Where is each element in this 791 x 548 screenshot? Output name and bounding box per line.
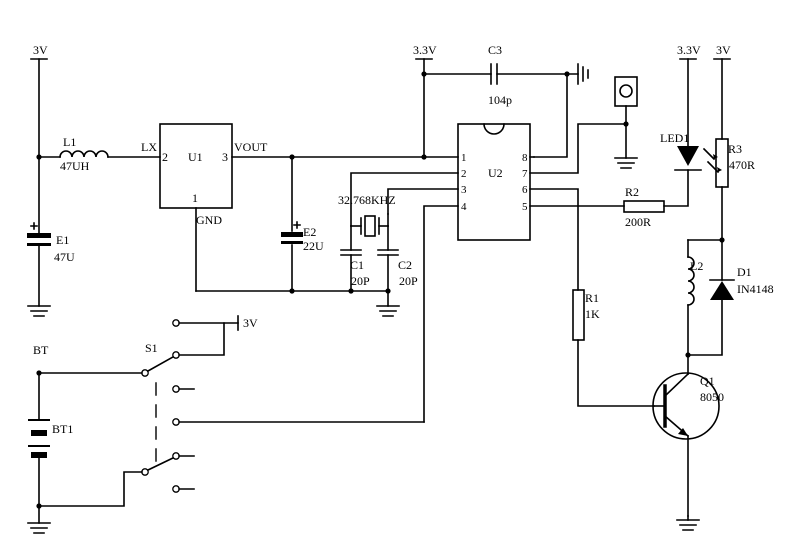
capacitor-c3: [423, 63, 579, 85]
supply-3v-right: [687, 58, 731, 281]
left-supply-rail: [30, 58, 61, 307]
label-u1-gnd: GND: [196, 213, 222, 227]
label-s1-ref: S1: [145, 341, 158, 355]
label-u2-pin5: 5: [522, 201, 528, 213]
label-u2-pin3: 3: [461, 184, 467, 196]
label-e2-ref: E2: [303, 225, 316, 239]
label-d1-value: IN4148: [737, 282, 774, 296]
label-u1-pin3: 3: [222, 150, 228, 164]
ground-symbol-bt1: [27, 522, 51, 534]
resistor-r2: [623, 200, 665, 213]
crystal-x1: [350, 172, 459, 237]
label-l1-value: 47UH: [60, 159, 90, 173]
label-u2-pin7: 7: [522, 168, 528, 180]
chip-u2: [423, 123, 627, 423]
capacitor-c2: [377, 225, 399, 307]
label-l1-ref: L1: [63, 135, 76, 149]
label-bt: BT: [33, 343, 49, 357]
label-c2-value: 20P: [399, 274, 418, 288]
switch-s1: [38, 315, 425, 507]
label-e1-ref: E1: [56, 233, 69, 247]
label-l2-ref: L2: [690, 259, 703, 273]
ground-symbol-q1: [676, 515, 700, 531]
chip-u1: [159, 123, 293, 292]
label-q1-ref: Q1: [700, 374, 715, 388]
label-u1-lx: LX: [141, 140, 157, 154]
label-u2-pin8: 8: [522, 152, 528, 164]
ground-symbol-c2: [376, 305, 400, 317]
label-u1-pin2: 2: [162, 150, 168, 164]
label-u2-pin6: 6: [522, 184, 528, 196]
resistor-r1: [572, 289, 655, 407]
ground-symbol-c3: [533, 63, 589, 158]
label-e1-value: 47U: [54, 250, 75, 264]
label-vcc-3v3-led: 3.3V: [677, 43, 701, 57]
label-r3-value: 470R: [729, 158, 755, 172]
inductor-l1: [59, 150, 161, 158]
label-u1-vout: VOUT: [234, 140, 268, 154]
label-s1-vcc: 3V: [243, 316, 258, 330]
supply-3v3-led: [679, 58, 697, 147]
push-button: [614, 76, 638, 169]
transistor-q1: [652, 372, 720, 517]
label-q1-value: 8050: [700, 390, 724, 404]
capacitor-e2: [281, 221, 303, 244]
label-r3-ref: R3: [728, 142, 742, 156]
label-r1-value: 1K: [585, 307, 600, 321]
label-r2-ref: R2: [625, 185, 639, 199]
label-vcc-3v3-top: 3.3V: [413, 43, 437, 57]
label-d1-ref: D1: [737, 265, 752, 279]
label-r2-value: 200R: [625, 215, 651, 229]
label-u1-pin1: 1: [192, 191, 198, 205]
label-led1-ref: LED1: [660, 131, 689, 145]
label-r1-ref: R1: [585, 291, 599, 305]
label-u1-ref: U1: [188, 150, 203, 164]
led-led1: [663, 146, 722, 207]
label-c3-ref: C3: [488, 43, 502, 57]
inductor-l2: [685, 239, 695, 375]
label-u2-pin4: 4: [461, 201, 467, 213]
label-e2-value: 22U: [303, 239, 324, 253]
capacitor-e1: [27, 222, 51, 246]
label-c3-value: 104p: [488, 93, 512, 107]
battery-bt1: [28, 370, 50, 524]
diode-d1: [687, 279, 735, 356]
capacitor-c1: [340, 225, 362, 292]
label-c1-ref: C1: [350, 258, 364, 272]
label-vcc-left: 3V: [33, 43, 48, 57]
label-c2-ref: C2: [398, 258, 412, 272]
label-c1-value: 20P: [351, 274, 370, 288]
label-crystal: 32.768KHZ: [338, 193, 396, 207]
label-bt1-ref: BT1: [52, 422, 73, 436]
label-u2-pin2: 2: [461, 168, 467, 180]
label-vcc-right: 3V: [716, 43, 731, 57]
ground-symbol-e1: [27, 305, 51, 317]
label-u2-pin1: 1: [461, 152, 467, 164]
label-u2-ref: U2: [488, 166, 503, 180]
vout-net: [195, 154, 459, 294]
